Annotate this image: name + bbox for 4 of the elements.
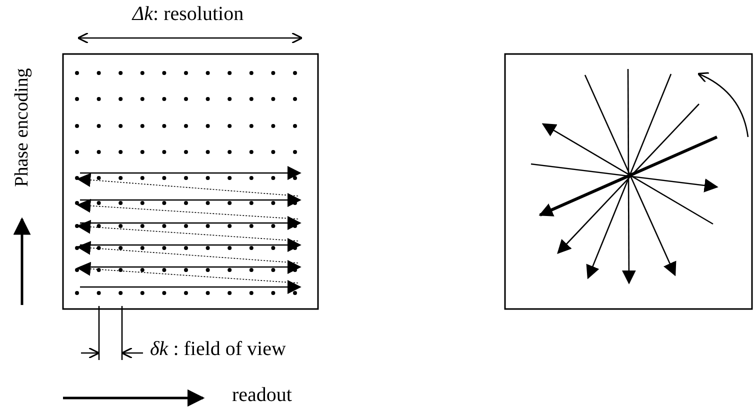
dimension-label: Δk: resolution bbox=[130, 4, 245, 24]
axis-label: readout bbox=[232, 385, 292, 405]
dimension-label: δk : field of view bbox=[150, 339, 286, 359]
axis-label: Phase encoding bbox=[12, 67, 32, 189]
